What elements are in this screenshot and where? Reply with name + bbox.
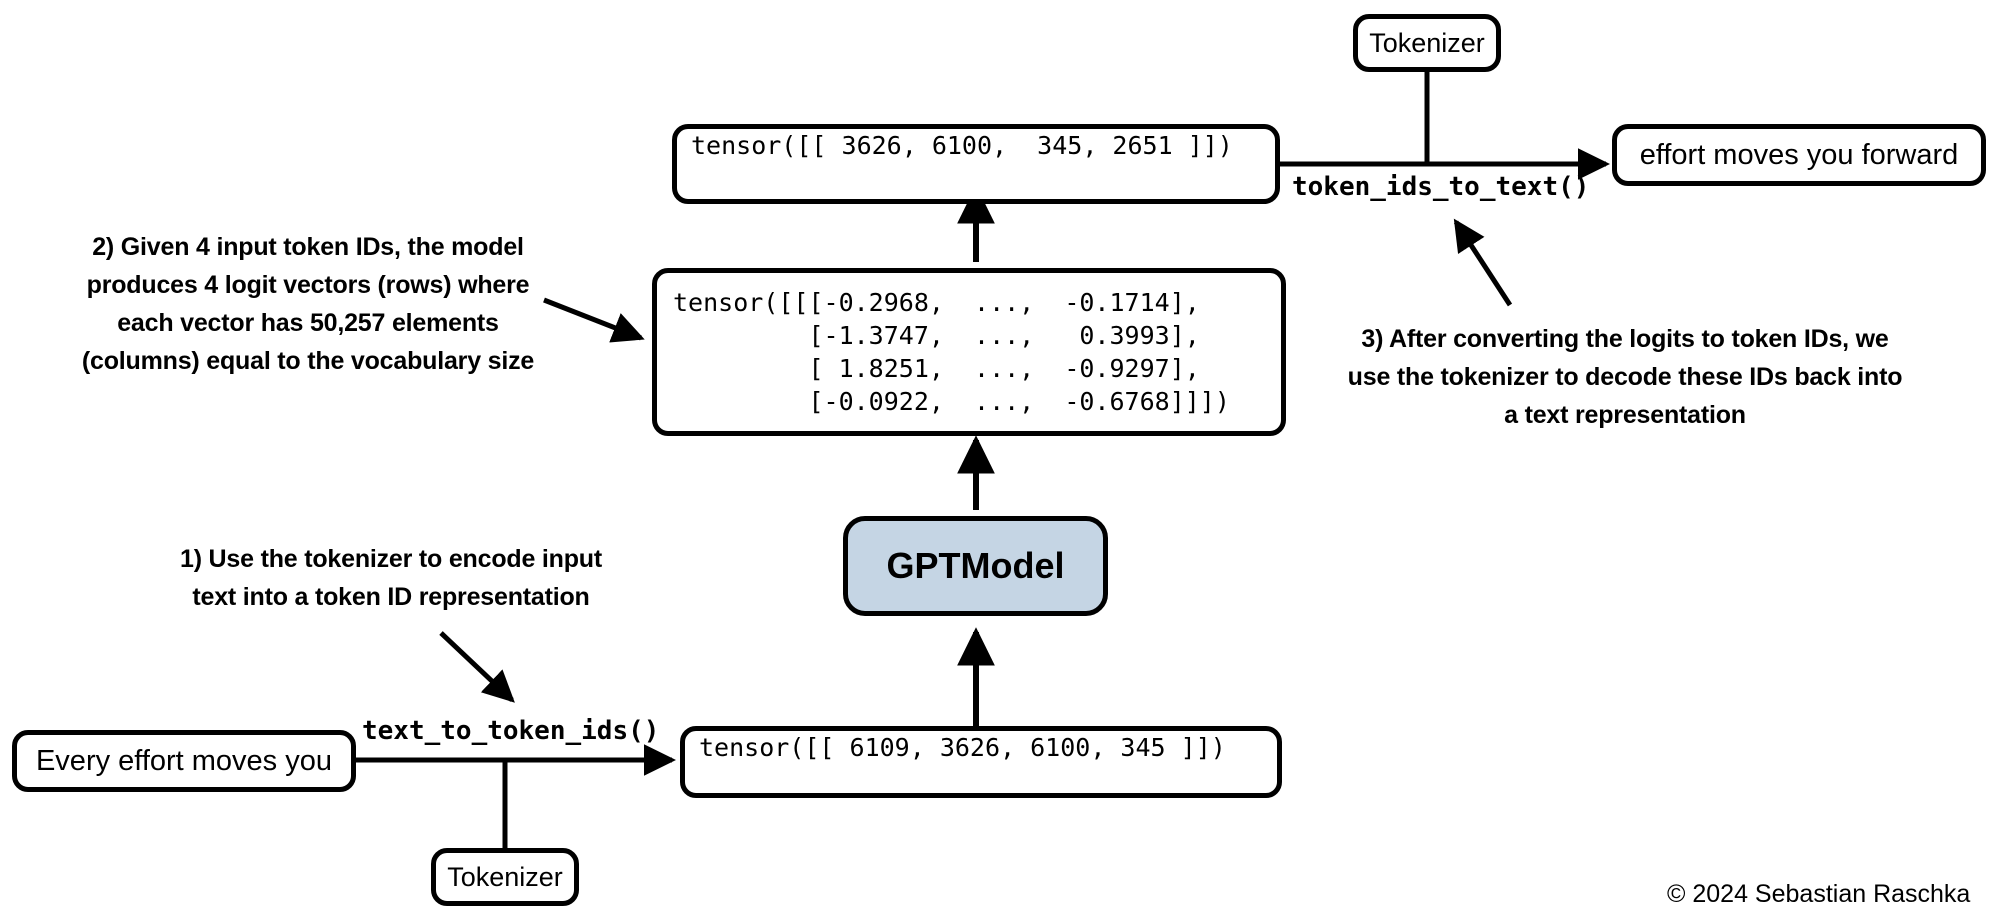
input-token-ids-box[interactable]: tensor([[ 6109, 3626, 6100, 345 ]]) [680, 726, 1282, 798]
tokenizer-bottom-label: Tokenizer [447, 861, 563, 892]
tokenizer-box-top[interactable]: Tokenizer [1353, 14, 1501, 72]
input-token-ids-text: tensor([[ 6109, 3626, 6100, 345 ]]) [699, 733, 1226, 762]
gpt-model-box[interactable]: GPTModel [843, 516, 1108, 616]
tokenizer-top-label: Tokenizer [1369, 27, 1485, 58]
output-text-label: effort moves you forward [1639, 138, 1959, 171]
annotation-step-3: 3) After converting the logits to token … [1347, 325, 1903, 429]
annotation-step-2: 2) Given 4 input token IDs, the model pr… [81, 233, 535, 375]
logits-tensor-box[interactable]: tensor([[[-0.2968, ..., -0.1714], [-1.37… [652, 268, 1286, 436]
logits-line-0: tensor([[[-0.2968, ..., -0.1714], [673, 288, 1200, 317]
logits-line-3: [-0.0922, ..., -0.6768]]]) [673, 387, 1230, 416]
logits-line-2: [ 1.8251, ..., -0.9297], [673, 354, 1200, 383]
pointer-arrow-step3 [1453, 218, 1513, 307]
tokenizer-box-bottom[interactable]: Tokenizer [431, 848, 579, 906]
output-text-box[interactable]: effort moves you forward [1612, 124, 1986, 186]
pointer-arrow-step1 [439, 631, 515, 703]
pointer-arrow-step2 [543, 297, 645, 343]
input-text-box[interactable]: Every effort moves you [12, 730, 356, 792]
logits-line-1: [-1.3747, ..., 0.3993], [673, 321, 1200, 350]
output-token-ids-box[interactable]: tensor([[ 3626, 6100, 345, 2651 ]]) [672, 124, 1280, 204]
gpt-model-label: GPTModel [886, 545, 1065, 586]
token-ids-to-text-label: token_ids_to_text() [1292, 172, 1590, 202]
text-to-token-ids-label: text_to_token_ids() [362, 716, 660, 746]
copyright-notice: © 2024 Sebastian Raschka [1667, 880, 1971, 908]
input-text-label: Every effort moves you [35, 744, 333, 777]
output-token-ids-text: tensor([[ 3626, 6100, 345, 2651 ]]) [691, 131, 1233, 160]
annotation-step-1: 1) Use the tokenizer to encode input tex… [179, 545, 603, 611]
